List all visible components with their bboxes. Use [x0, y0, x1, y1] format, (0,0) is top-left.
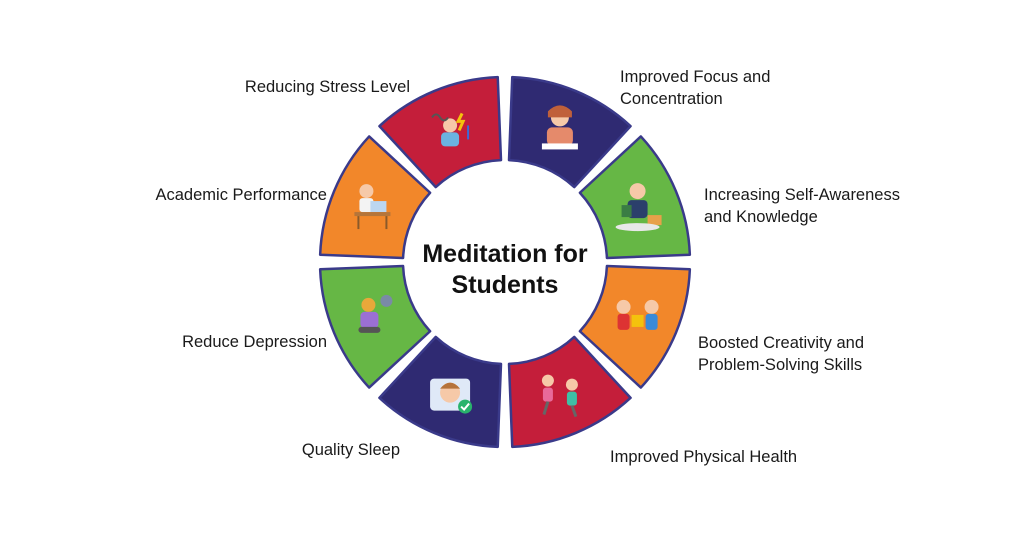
segment-self-awareness — [578, 135, 692, 260]
label-academic-performance: Academic Performance — [155, 186, 328, 204]
student-reading-icon — [541, 105, 578, 150]
segment-creativity — [578, 264, 692, 389]
center-title-line-2: Students — [452, 271, 559, 299]
sleeping-boy-icon — [430, 378, 473, 414]
label-physical-health: Improved Physical Health — [610, 448, 798, 466]
center-title-line-1: Meditation for — [422, 240, 588, 268]
student-laptop-icon — [354, 184, 391, 230]
segment-reducing-stress — [378, 75, 503, 189]
segment-shape-reducing-stress — [378, 75, 503, 189]
sad-person-icon — [358, 294, 393, 333]
segment-shape-academic-performance — [318, 135, 432, 260]
segment-reduce-depression — [318, 264, 432, 389]
kids-stretching-icon — [541, 374, 578, 418]
girl-reading-books-icon — [615, 183, 662, 232]
kids-puzzle-icon — [616, 299, 659, 330]
label-quality-sleep: Quality Sleep — [301, 441, 400, 459]
stress-person-icon — [431, 112, 470, 147]
segment-academic-performance — [318, 135, 432, 260]
segment-focus — [507, 75, 632, 189]
label-reducing-stress: Reducing Stress Level — [244, 78, 410, 96]
segment-quality-sleep — [378, 335, 503, 449]
segment-physical-health — [507, 335, 632, 449]
label-reduce-depression: Reduce Depression — [182, 333, 327, 351]
